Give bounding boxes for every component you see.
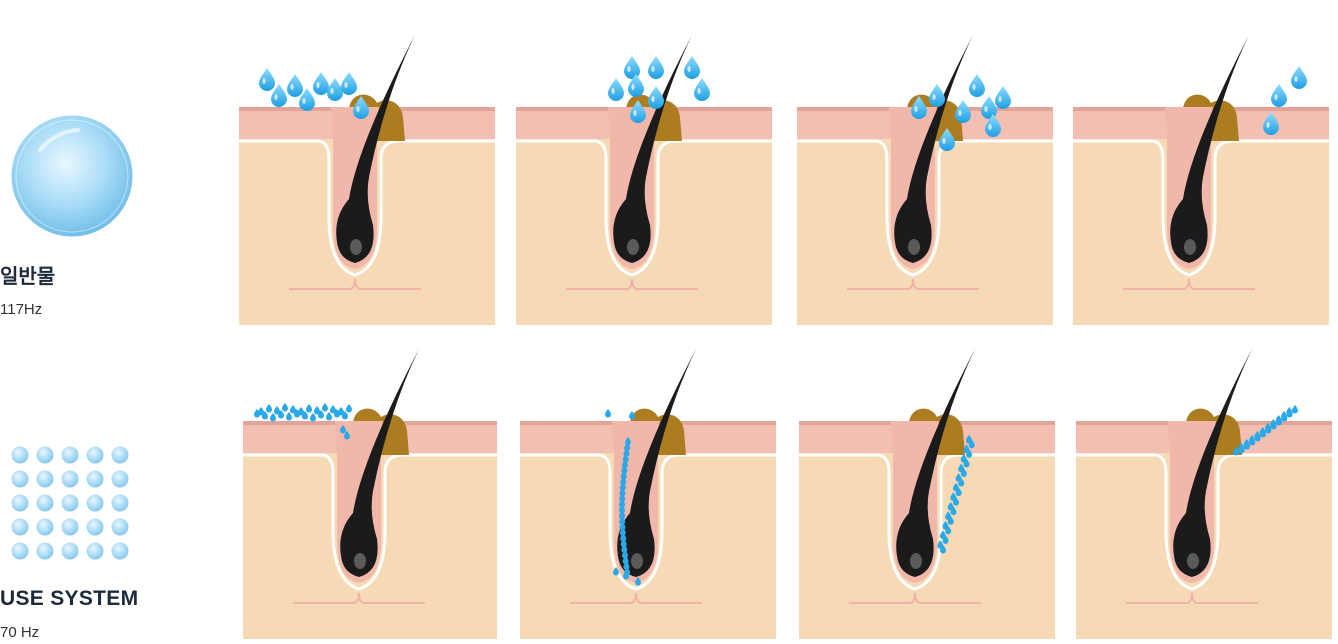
bubble-icon (12, 519, 29, 536)
skin-panel-row1-stage1 (239, 35, 495, 325)
bubble-icon (37, 495, 54, 512)
micro-drop-icon (282, 403, 288, 412)
water-drop-icon (624, 56, 640, 79)
bubble-icon (12, 543, 29, 560)
water-drop-icon (341, 72, 357, 95)
water-drop-icon (969, 74, 985, 97)
water-drop-icon (327, 78, 343, 101)
water-sphere-icon (10, 114, 134, 238)
bubble-icon (112, 543, 129, 560)
water-drop-icon (929, 84, 945, 107)
water-drop-icon (955, 100, 971, 123)
bubble-icon (12, 447, 29, 464)
skin-panel-row1-stage3 (797, 35, 1053, 325)
bubble-icon (87, 471, 104, 488)
bubble-icon (62, 519, 79, 536)
skin-panel-row2-stage4 (1076, 349, 1332, 639)
micro-drop-icon (326, 412, 332, 421)
bubble-icon (112, 447, 129, 464)
micro-drop-icon (266, 404, 272, 413)
micro-drop-icon (1286, 407, 1292, 416)
bubble-icon (112, 471, 129, 488)
micro-drop-icon (330, 405, 336, 414)
micro-drop-icon (1270, 419, 1276, 428)
water-drop-icon (981, 96, 997, 119)
micro-drop-icon (290, 405, 296, 414)
bubble-icon (12, 495, 29, 512)
micro-drop-icon (306, 404, 312, 413)
micro-drop-icon (322, 403, 328, 412)
bubble-icon (62, 471, 79, 488)
skin-panel-row1-stage4 (1073, 35, 1329, 325)
micro-drop-icon (605, 409, 611, 418)
water-drop-icon (608, 78, 624, 101)
water-drop-icon (1291, 66, 1307, 89)
bubble-icon (12, 471, 29, 488)
bubble-icon (37, 519, 54, 536)
micro-drop-icon (258, 407, 264, 416)
micro-drop-icon (346, 404, 352, 413)
water-drop-icon (648, 56, 664, 79)
bubble-icon (37, 471, 54, 488)
skin-panel-row1-stage2 (516, 35, 772, 325)
bubble-icon (62, 543, 79, 560)
skin-panel-row2-stage2 (520, 349, 776, 639)
skin-panel-row2-stage1 (243, 349, 497, 639)
bubble-icon (87, 495, 104, 512)
bubble-icon (87, 543, 104, 560)
micro-drop-icon (298, 407, 304, 416)
water-drop-icon (684, 56, 700, 79)
bubble-icon (62, 447, 79, 464)
bubble-icon (87, 519, 104, 536)
water-drop-icon (1271, 84, 1287, 107)
micro-drop-icon (286, 412, 292, 421)
bubble-icon (37, 543, 54, 560)
bubble-icon (37, 447, 54, 464)
water-drop-icon (313, 72, 329, 95)
micro-drop-icon (1281, 411, 1287, 420)
micro-drop-icon (629, 411, 635, 420)
micro-drop-icon (274, 406, 280, 415)
bubble-icon (62, 495, 79, 512)
water-drop-icon (287, 74, 303, 97)
bubble-icon (112, 519, 129, 536)
bubble-icon (87, 447, 104, 464)
water-drop-icon (995, 86, 1011, 109)
micro-drop-icon (310, 413, 316, 422)
water-drop-icon (259, 68, 275, 91)
bubble-icon (112, 495, 129, 512)
micro-drop-icon (338, 407, 344, 416)
micro-drop-icon (1292, 405, 1298, 414)
micro-drop-icon (314, 406, 320, 415)
skin-panel-row2-stage3 (799, 349, 1055, 639)
water-drop-icon (694, 78, 710, 101)
micro-drop-icon (270, 413, 276, 422)
micro-drop-icon (1276, 415, 1282, 424)
water-drop-icon (648, 86, 664, 109)
micro-bubbles-icon (12, 447, 129, 560)
